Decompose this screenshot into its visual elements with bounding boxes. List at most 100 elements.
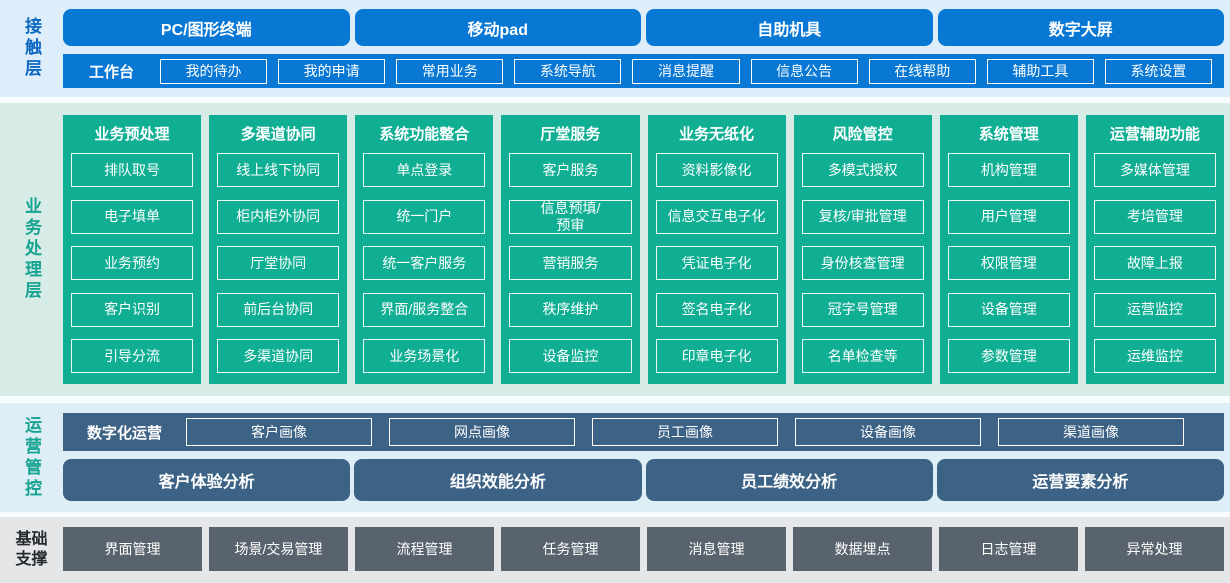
business-item-button[interactable]: 多模式授权: [801, 153, 924, 187]
business-item-button[interactable]: 冠字号管理: [801, 292, 924, 327]
business-item-button[interactable]: 排队取号: [71, 153, 194, 187]
business-item-button[interactable]: 身份核查管理: [801, 246, 924, 280]
portrait-button[interactable]: 客户画像: [186, 418, 373, 446]
analysis-button[interactable]: 运营要素分析: [936, 459, 1224, 501]
business-item-button[interactable]: 秩序维护: [509, 292, 632, 327]
business-column-title: 业务预处理: [94, 126, 170, 143]
workbench-button[interactable]: 常用业务: [396, 58, 504, 84]
foundation-button[interactable]: 数据埋点: [793, 527, 932, 571]
business-processing-layer: 业务处理层 业务预处理 排队取号 电子填单 业务预约 客户: [0, 103, 1230, 396]
workbench-button[interactable]: 消息提醒: [632, 58, 740, 84]
business-item-button[interactable]: 签名电子化: [655, 292, 778, 327]
workbench-bar: 工作台 我的待办 我的申请 常用业务 系统导航 消息提醒 信息公告: [63, 54, 1224, 88]
business-column-title: 风险管控: [832, 126, 893, 143]
business-item-button[interactable]: 统一客户服务: [363, 246, 486, 280]
workbench-button[interactable]: 我的待办: [160, 58, 268, 84]
foundation-items: 界面管理 场景/交易管理 流程管理 任务管理 消息管理 数据埋点 日志管理 异常…: [63, 517, 1230, 583]
business-item-button[interactable]: 单点登录: [363, 153, 486, 187]
business-column-items: 多媒体管理 考培管理 故障上报 运营监控 运维监控: [1093, 153, 1216, 373]
business-item-button[interactable]: 信息交互电子化: [655, 199, 778, 234]
foundation-layer-label-text: 基础支撑: [15, 531, 48, 568]
business-item-button[interactable]: 运营监控: [1093, 292, 1216, 327]
business-item-button[interactable]: 信息预填/ 预审: [509, 199, 632, 234]
workbench-label: 工作台: [89, 63, 135, 81]
workbench-button[interactable]: 在线帮助: [868, 58, 976, 84]
business-item-button[interactable]: 柜内柜外协同: [217, 199, 340, 234]
business-item-button[interactable]: 机构管理: [947, 153, 1070, 187]
workbench-button[interactable]: 辅助工具: [986, 58, 1094, 84]
business-item-button[interactable]: 设备监控: [509, 339, 632, 373]
business-item-button[interactable]: 凭证电子化: [655, 246, 778, 280]
business-column: 系统功能整合 单点登录 统一门户 统一客户服务 界面/服务整合 业务场景化: [355, 115, 494, 384]
foundation-support-layer: 基础支撑 界面管理 场景/交易管理 流程管理 任务管理 消息管理 数据埋点 日志…: [0, 517, 1230, 583]
business-item-button[interactable]: 厅堂协同: [217, 246, 340, 280]
portrait-button[interactable]: 设备画像: [795, 418, 982, 446]
business-item-button[interactable]: 统一门户: [363, 199, 486, 234]
foundation-button[interactable]: 异常处理: [1085, 527, 1224, 571]
business-item-button[interactable]: 客户服务: [509, 153, 632, 187]
business-item-button[interactable]: 线上线下协同: [217, 153, 340, 187]
analysis-button[interactable]: 员工绩效分析: [645, 459, 933, 501]
business-item-button[interactable]: 界面/服务整合: [363, 292, 486, 327]
business-item-button[interactable]: 设备管理: [947, 292, 1070, 327]
business-column: 业务无纸化 资料影像化 信息交互电子化 凭证电子化 签名电子化 印章电子化: [647, 115, 786, 384]
operation-layer-label-text: 运营管控: [22, 415, 41, 500]
portrait-button[interactable]: 渠道画像: [998, 418, 1185, 446]
business-item-button[interactable]: 运维监控: [1093, 339, 1216, 373]
portrait-button[interactable]: 网点画像: [389, 418, 576, 446]
business-column-items: 机构管理 用户管理 权限管理 设备管理 参数管理: [947, 153, 1070, 373]
business-column: 运营辅助功能 多媒体管理 考培管理 故障上报 运营监控 运维监控: [1085, 115, 1224, 384]
business-item-button[interactable]: 印章电子化: [655, 339, 778, 373]
business-item-button[interactable]: 多媒体管理: [1093, 153, 1216, 187]
business-column-title: 运营辅助功能: [1109, 126, 1200, 143]
foundation-button[interactable]: 日志管理: [939, 527, 1078, 571]
business-column-title: 多渠道协同: [240, 126, 316, 143]
business-item-button[interactable]: 资料影像化: [655, 153, 778, 187]
business-item-button[interactable]: 电子填单: [71, 199, 194, 234]
channel-button[interactable]: 数字大屏: [937, 9, 1224, 46]
analysis-button[interactable]: 组织效能分析: [354, 459, 642, 501]
workbench-button[interactable]: 信息公告: [750, 58, 858, 84]
contact-layer: 接触层 PC/图形终端 移动pad 自助机具 数字大屏 工作台 我的待: [0, 0, 1230, 97]
business-item-button[interactable]: 复核/审批管理: [801, 199, 924, 234]
business-item-button[interactable]: 业务场景化: [363, 339, 486, 373]
business-column-title: 业务无纸化: [679, 126, 755, 143]
section-divider: [0, 512, 1230, 517]
workbench-button[interactable]: 系统设置: [1104, 58, 1212, 84]
foundation-button[interactable]: 场景/交易管理: [209, 527, 348, 571]
channel-button[interactable]: 自助机具: [646, 9, 933, 46]
analysis-button[interactable]: 客户体验分析: [63, 459, 351, 501]
contact-layer-label-text: 接触层: [22, 17, 41, 80]
workbench-button[interactable]: 我的申请: [278, 58, 386, 84]
channel-button[interactable]: PC/图形终端: [63, 9, 350, 46]
business-column-items: 多模式授权 复核/审批管理 身份核查管理 冠字号管理 名单检查等: [801, 153, 924, 373]
business-item-button[interactable]: 营销服务: [509, 246, 632, 280]
foundation-button[interactable]: 流程管理: [355, 527, 494, 571]
business-item-button[interactable]: 用户管理: [947, 199, 1070, 234]
business-column: 业务预处理 排队取号 电子填单 业务预约 客户识别 引导分流: [63, 115, 202, 384]
foundation-layer-label: 基础支撑: [0, 517, 63, 583]
workbench-button[interactable]: 系统导航: [514, 58, 622, 84]
channel-row: PC/图形终端 移动pad 自助机具 数字大屏: [63, 9, 1224, 46]
business-item-button[interactable]: 客户识别: [71, 292, 194, 327]
business-item-button[interactable]: 引导分流: [71, 339, 194, 373]
foundation-button[interactable]: 消息管理: [647, 527, 786, 571]
section-divider: [0, 396, 1230, 403]
business-item-button[interactable]: 权限管理: [947, 246, 1070, 280]
business-item-button[interactable]: 考培管理: [1093, 199, 1216, 234]
business-item-button[interactable]: 参数管理: [947, 339, 1070, 373]
business-item-button[interactable]: 多渠道协同: [217, 339, 340, 373]
business-item-button[interactable]: 名单检查等: [801, 339, 924, 373]
business-column-items: 排队取号 电子填单 业务预约 客户识别 引导分流: [71, 153, 194, 373]
foundation-button[interactable]: 任务管理: [501, 527, 640, 571]
business-item-button[interactable]: 故障上报: [1093, 246, 1216, 280]
business-item-button[interactable]: 业务预约: [71, 246, 194, 280]
business-column: 风险管控 多模式授权 复核/审批管理 身份核查管理 冠字号管理 名单检查等: [793, 115, 932, 384]
business-item-button[interactable]: 前后台协同: [217, 292, 340, 327]
business-column: 多渠道协同 线上线下协同 柜内柜外协同 厅堂协同 前后台协同 多渠道协同: [209, 115, 348, 384]
foundation-button[interactable]: 界面管理: [63, 527, 202, 571]
portrait-button[interactable]: 员工画像: [592, 418, 779, 446]
channel-button[interactable]: 移动pad: [354, 9, 641, 46]
business-columns: 业务预处理 排队取号 电子填单 业务预约 客户识别 引导分流: [63, 103, 1230, 396]
